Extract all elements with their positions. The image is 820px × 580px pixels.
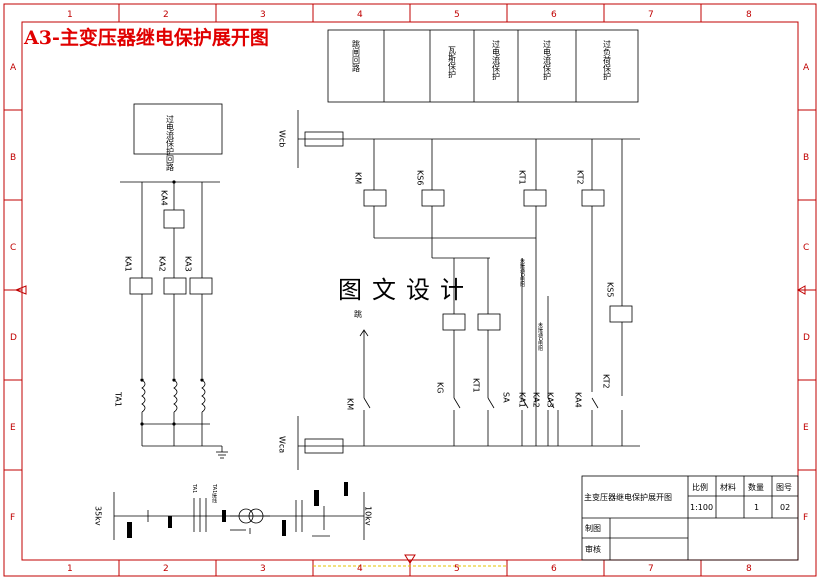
col-label-7-top: 7 (648, 10, 654, 20)
header-cell-trip: 跳闸回路 (352, 39, 361, 72)
tb-header-material: 材料 (720, 482, 736, 492)
sa-label: SA (502, 392, 511, 403)
col-label-6-top: 6 (551, 10, 557, 20)
row-label-e-left: E (10, 423, 16, 433)
col-label-4-bottom: 4 (357, 564, 363, 574)
watermark-text: 图文设计 (338, 276, 474, 304)
ks6-coil-label: KS6 (416, 170, 425, 185)
header-cell-gas: 瓦斯保护 (448, 46, 457, 79)
trip-label: 跳 (354, 309, 363, 319)
kt2-contact-label: KT2 (602, 374, 611, 389)
col-label-1-top: 1 (67, 10, 73, 20)
ka3-contact-label: KA3 (546, 392, 555, 408)
overcurrent-circuit-label: 过电流保护回路 (166, 114, 175, 171)
header-table (327, 29, 639, 103)
tb-value-drawing-no: 02 (780, 503, 790, 512)
drawing-name: 主变压器继电保护展开图 (584, 492, 672, 502)
col-label-5-top: 5 (454, 10, 460, 20)
col-label-2-bottom: 2 (163, 564, 169, 574)
km-coil-label: KM (354, 172, 363, 184)
bus-top-label: Wcb (278, 130, 287, 147)
header-cell-overcurrent-2: 过电流保护 (543, 39, 552, 81)
col-label-8-bottom: 8 (746, 564, 752, 574)
control-branches (359, 139, 633, 446)
row-label-a-right: A (803, 63, 810, 73)
col-label-4-top: 4 (357, 10, 363, 20)
row-label-b-right: B (803, 153, 809, 163)
row-label-b-left: B (10, 153, 16, 163)
row-label-d-right: D (803, 333, 810, 343)
tb-checked-by-label: 审核 (585, 544, 601, 554)
title-block (581, 475, 799, 561)
col-label-2-top: 2 (163, 10, 169, 20)
oneline-note: TA1接线 (211, 483, 217, 504)
kt2-coil-label: KT2 (576, 170, 585, 185)
hv-voltage-label: 35kv (94, 506, 103, 526)
kt1-contact-label: KT1 (472, 378, 481, 393)
overcurrent-circuit-box (133, 103, 223, 155)
bus-bottom-label: Wca (278, 436, 287, 453)
annotation-bottom: 未接通Ω电阻 (537, 321, 543, 352)
one-line-diagram (113, 492, 365, 540)
tb-value-scale: 1:100 (690, 503, 713, 512)
col-label-6-bottom: 6 (551, 564, 557, 574)
oneline-ta-label: TA1 (191, 483, 197, 493)
ka1-coil-label: KA1 (124, 256, 133, 272)
bottom-center-marker (404, 554, 416, 564)
ka2-coil-label: KA2 (158, 256, 167, 272)
dc-buses (297, 110, 640, 470)
kt1-coil-label: KT1 (518, 170, 527, 185)
col-label-3-bottom: 3 (260, 564, 266, 574)
tb-header-scale: 比例 (692, 482, 708, 492)
right-center-marker (796, 285, 806, 295)
left-center-marker (14, 285, 27, 295)
row-label-e-right: E (803, 423, 809, 433)
zone-ticks (4, 4, 816, 576)
col-label-3-top: 3 (260, 10, 266, 20)
tb-value-quantity: 1 (754, 503, 759, 512)
tb-header-drawing-no: 图号 (776, 483, 792, 492)
ka4-contact-label: KA4 (574, 392, 583, 408)
current-circuit-dots (140, 180, 204, 426)
row-label-c-left: C (10, 243, 16, 253)
page-title: A3-主变压器继电保护展开图 (23, 26, 269, 49)
km-contact-label: KM (346, 398, 355, 410)
ka4-coil-label: KA4 (160, 190, 169, 206)
one-line-blocks (127, 482, 348, 538)
ta1-label: TA1 (114, 391, 123, 407)
col-label-1-bottom: 1 (67, 564, 73, 574)
ks5-coil-label: KS5 (606, 282, 615, 297)
tb-drawn-by-label: 制图 (585, 523, 601, 533)
row-label-f-left: F (10, 513, 15, 523)
row-label-c-right: C (803, 243, 809, 253)
ka1-contact-label: KA1 (518, 392, 527, 408)
annotation-top: 未接通Ω电阻 (519, 257, 525, 288)
row-label-d-left: D (10, 333, 17, 343)
row-label-a-left: A (10, 63, 17, 73)
row-label-f-right: F (803, 513, 808, 523)
ka3-coil-label: KA3 (184, 256, 193, 272)
header-cell-overcurrent-1: 过电流保护 (492, 39, 501, 81)
ka2-contact-label: KA2 (532, 392, 541, 408)
col-label-5-bottom: 5 (454, 564, 460, 574)
col-label-8-top: 8 (746, 10, 752, 20)
header-cell-overload: 过负荷保护 (603, 39, 612, 81)
lv-voltage-label: 10kv (364, 506, 373, 526)
kg-contact-label: KG (436, 382, 445, 393)
col-label-7-bottom: 7 (648, 564, 654, 574)
current-circuit (120, 181, 228, 459)
tb-header-quantity: 数量 (748, 482, 764, 492)
